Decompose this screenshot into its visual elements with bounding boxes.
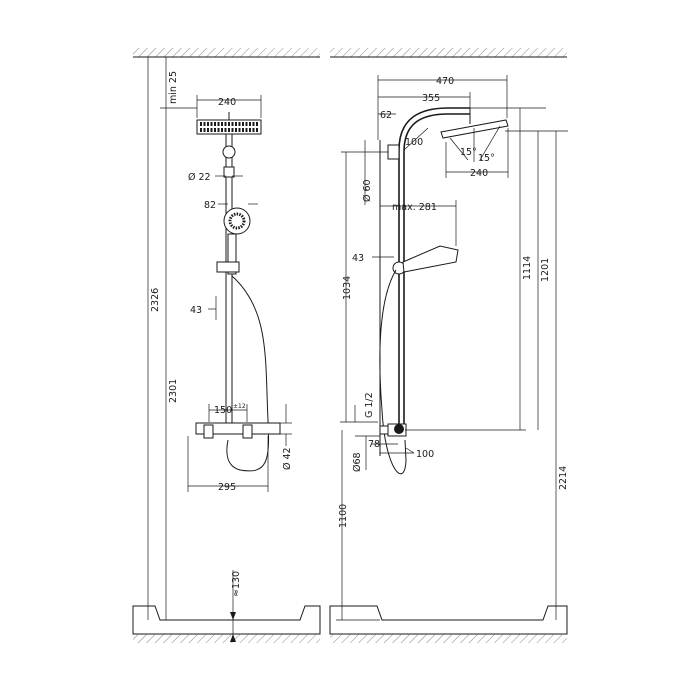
- dim-arm-length-label: 470: [436, 76, 454, 87]
- front-floor: [132, 605, 321, 643]
- dim-arm-projection: 355: [378, 92, 471, 108]
- side-riser-and-arm: [387, 107, 470, 430]
- dim-head-tilt: 15° 15°: [449, 125, 501, 164]
- front-hand-shower: [216, 207, 251, 275]
- front-shower-head: [196, 112, 262, 135]
- dim-inlet-thread: G 1/2: [354, 392, 375, 422]
- side-hose: [379, 269, 407, 475]
- head-nozzle-pattern: [200, 122, 258, 132]
- dim-overall-height-label: 2214: [558, 466, 569, 490]
- dim-thermostat-width-label: 295: [218, 482, 236, 493]
- dim-min-clearance-label: min 25: [168, 71, 179, 104]
- dim-bracket-diameter-label: Ø 60: [362, 179, 373, 202]
- dim-thermostat-diameter-label: Ø 42: [282, 447, 293, 470]
- dim-floor-clearance: ≈130: [230, 570, 242, 642]
- dim-connection-tolerance-label: ±12: [233, 403, 246, 410]
- dim-connection-spacing-label: 150: [214, 405, 232, 416]
- dim-wall-offset: 43: [190, 296, 217, 320]
- dim-overall-height: 2214: [555, 131, 569, 620]
- dim-hand-shower: 82: [204, 200, 258, 211]
- dim-rail-height: 1201: [505, 130, 568, 430]
- dim-rail-height-label: 1201: [540, 258, 551, 282]
- front-ceiling: [133, 48, 320, 58]
- dim-inlet-spacing: 78: [368, 439, 398, 450]
- dim-thermostat-height: 2301: [160, 108, 179, 621]
- dim-inlet-to-bracket-label: 1034: [342, 276, 353, 300]
- dim-hand-shower-label: 82: [204, 200, 216, 211]
- dim-wall-gap: 43: [352, 253, 394, 264]
- dim-tilt-left-label: 15°: [460, 147, 477, 158]
- dim-arm-length: 470: [377, 75, 508, 140]
- dim-inlet-height: 1100: [336, 430, 380, 621]
- dim-thermostat-diameter: Ø 42: [280, 404, 293, 470]
- dim-head-height-label: 1114: [522, 256, 533, 280]
- dim-head-offset: 62: [378, 110, 396, 121]
- dim-inlet-thread-label: G 1/2: [364, 392, 375, 418]
- dim-escutcheon-diameter: Ø68: [352, 435, 380, 472]
- dim-valve-depth: 100: [380, 447, 434, 460]
- dim-bracket-diameter: Ø 60: [341, 140, 388, 205]
- dim-connection-spacing: 150 ±12: [208, 403, 248, 422]
- side-floor: [329, 605, 568, 643]
- dim-head-offset-label: 62: [380, 110, 392, 121]
- front-thermostat: [195, 422, 281, 439]
- dim-arm-radius-label: 100: [405, 137, 423, 148]
- dim-max-reach: max. 281: [380, 200, 457, 246]
- side-ceiling: [330, 48, 567, 58]
- dim-max-reach-label: max. 281: [392, 202, 437, 213]
- side-view: 470 355 62 100 15° 15° 240: [329, 48, 569, 643]
- dim-valve-depth-label: 100: [416, 449, 434, 460]
- dim-inlet-spacing-label: 78: [368, 439, 380, 450]
- dim-top-width: 240: [196, 95, 262, 118]
- dim-wall-gap-label: 43: [352, 253, 364, 264]
- dim-arm-projection-label: 355: [422, 93, 440, 104]
- dim-total-height-label: 2326: [150, 288, 161, 312]
- dim-tilt-right-label: 15°: [478, 153, 495, 164]
- dim-inlet-height-label: 1100: [338, 504, 349, 528]
- dim-pipe-diameter: Ø 22: [188, 172, 243, 183]
- front-hose: [226, 275, 270, 472]
- dim-min-clearance: min 25: [160, 57, 197, 109]
- dim-thermostat-height-label: 2301: [168, 379, 179, 403]
- dim-floor-clearance-label: ≈130: [231, 571, 242, 597]
- dim-top-width-label: 240: [218, 97, 236, 108]
- side-shower-head: [440, 108, 509, 139]
- dim-head-width-label: 240: [470, 168, 488, 179]
- dim-wall-offset-label: 43: [190, 305, 202, 316]
- front-riser-pipe: [222, 133, 236, 425]
- dim-head-width: 240: [445, 128, 509, 179]
- front-view: 240 min 25 Ø 22 82 43 2326: [132, 48, 321, 643]
- dim-pipe-diameter-label: Ø 22: [188, 172, 211, 183]
- dim-inlet-to-bracket: 1034: [340, 152, 378, 423]
- dim-escutcheon-diameter-label: Ø68: [352, 452, 363, 472]
- side-hand-shower: [392, 245, 459, 275]
- dim-head-height: 1114: [405, 107, 546, 431]
- side-thermostat: [379, 423, 407, 437]
- dim-total-height: 2326: [147, 57, 161, 620]
- dim-thermostat-width: 295: [187, 436, 269, 493]
- dim-arm-radius: 100: [403, 127, 429, 151]
